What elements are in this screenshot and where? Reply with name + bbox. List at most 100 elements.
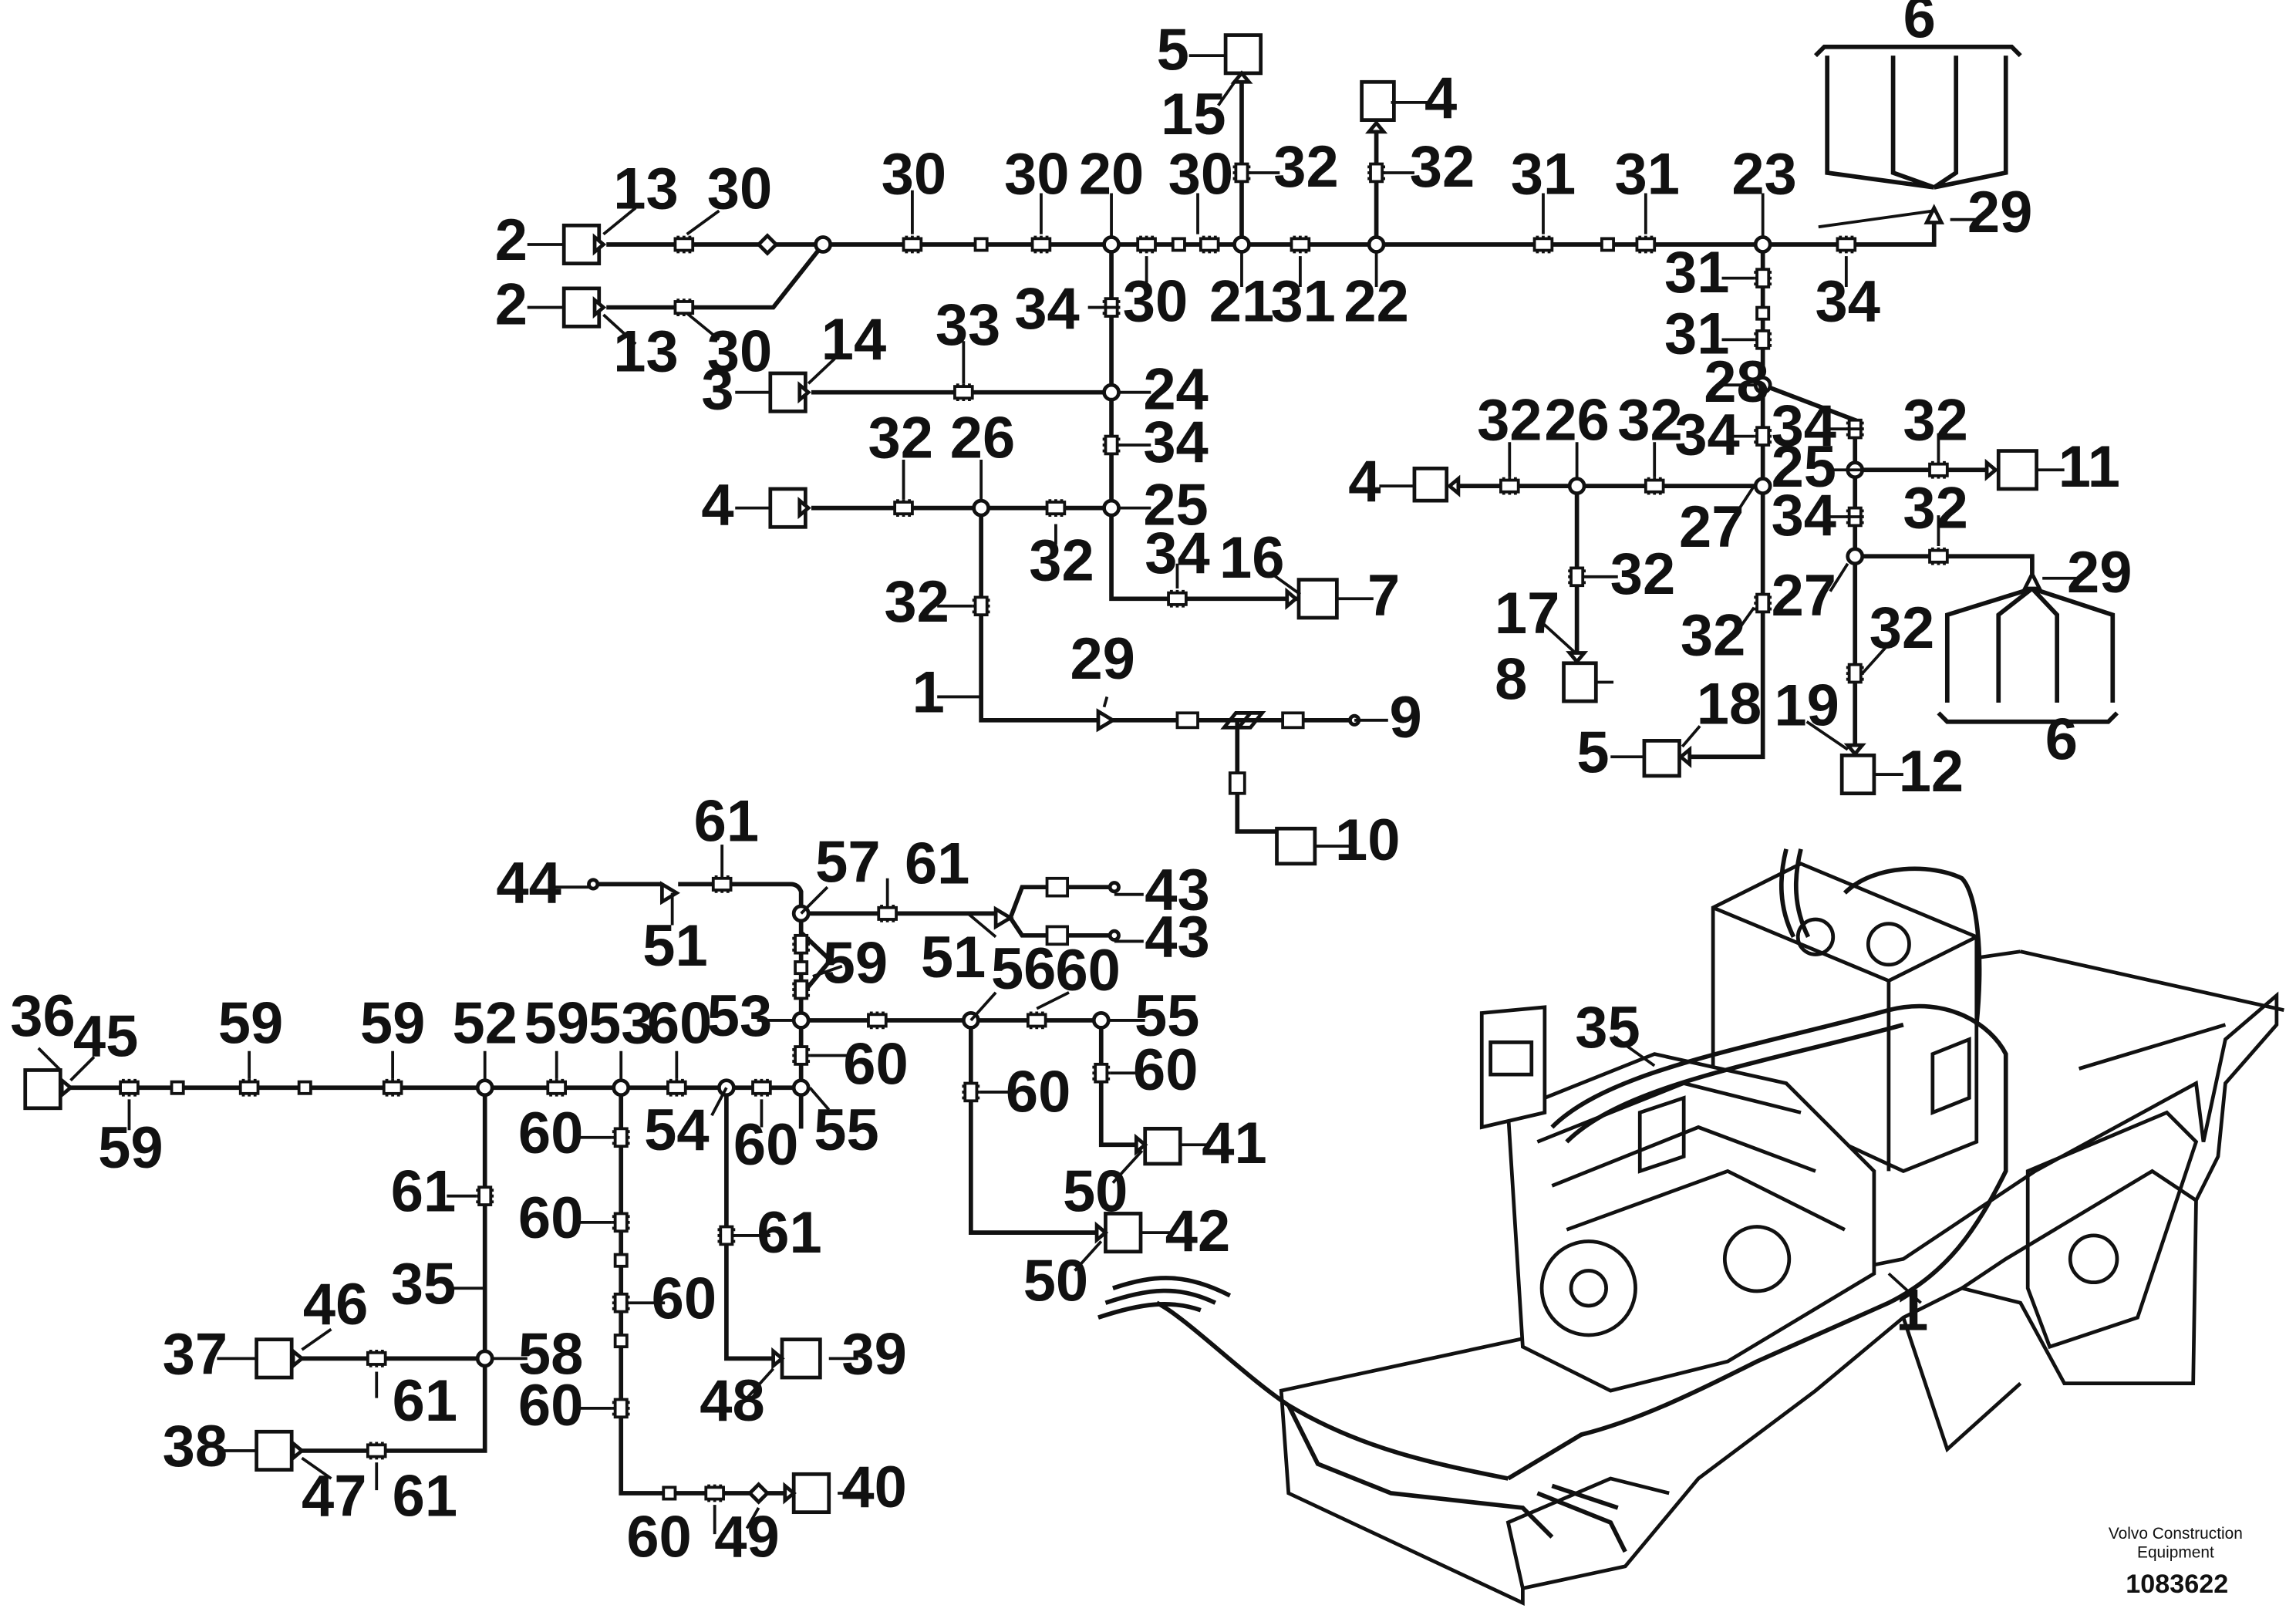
callout-1: 1 — [1896, 1277, 1928, 1343]
callout-32: 32 — [1617, 387, 1682, 453]
callout-51: 51 — [642, 913, 707, 979]
callout-31: 31 — [1664, 240, 1729, 305]
callout-58: 58 — [518, 1321, 583, 1387]
callout-55: 55 — [814, 1098, 878, 1163]
callout-47: 47 — [302, 1464, 366, 1529]
callout-59: 59 — [823, 931, 888, 996]
callout-32: 32 — [1903, 475, 1967, 541]
callout-34: 34 — [1816, 269, 1880, 335]
callout-32: 32 — [1029, 528, 1094, 594]
callout-32: 32 — [1681, 602, 1745, 668]
callout-4: 4 — [1424, 66, 1457, 131]
callout-60: 60 — [518, 1373, 583, 1438]
callout-27: 27 — [1679, 494, 1744, 560]
callout-4: 4 — [701, 473, 733, 538]
brand-line-1: Volvo Construction — [2109, 1525, 2243, 1543]
callout-12: 12 — [1899, 739, 1964, 804]
callout-30: 30 — [1168, 142, 1233, 207]
callout-53: 53 — [707, 983, 772, 1049]
callout-33: 33 — [936, 292, 1000, 358]
callout-34: 34 — [1772, 483, 1836, 548]
callout-21: 21 — [1209, 269, 1274, 335]
callout-27: 27 — [1772, 563, 1836, 629]
callout-10: 10 — [1335, 808, 1400, 873]
callout-46: 46 — [303, 1272, 368, 1337]
callout-60: 60 — [647, 990, 712, 1056]
callout-25: 25 — [1772, 434, 1836, 500]
callout-26: 26 — [1544, 387, 1609, 453]
machine-illustration — [1097, 848, 2284, 1607]
callout-31: 31 — [1664, 302, 1729, 367]
callout-34: 34 — [1145, 521, 1209, 586]
callout-29: 29 — [1967, 180, 2032, 245]
callout-31: 31 — [1270, 269, 1335, 335]
callout-6: 6 — [1903, 0, 1936, 51]
callout-32: 32 — [1273, 134, 1338, 200]
callout-22: 22 — [1344, 269, 1408, 335]
callout-43: 43 — [1145, 904, 1209, 969]
callout-60: 60 — [843, 1032, 908, 1098]
callout-28: 28 — [1704, 349, 1768, 415]
callout-14: 14 — [821, 307, 886, 373]
callout-39: 39 — [841, 1321, 906, 1387]
callout-26: 26 — [950, 405, 1015, 470]
callout-32: 32 — [884, 569, 949, 635]
callout-2: 2 — [495, 272, 528, 338]
callout-19: 19 — [1774, 673, 1839, 739]
callout-32: 32 — [1610, 541, 1675, 607]
callout-61: 61 — [694, 789, 759, 855]
callout-25: 25 — [1143, 473, 1208, 538]
callout-40: 40 — [841, 1455, 906, 1520]
callout-49: 49 — [714, 1505, 779, 1570]
callout-59: 59 — [98, 1115, 163, 1181]
callout-4: 4 — [1348, 449, 1381, 514]
callout-2: 2 — [495, 207, 528, 273]
callout-60: 60 — [1006, 1060, 1070, 1125]
callout-56: 56 — [991, 936, 1056, 1002]
callout-61: 61 — [905, 831, 969, 897]
callout-45: 45 — [73, 1004, 138, 1070]
upper-harness — [527, 33, 2119, 930]
callout-48: 48 — [700, 1368, 764, 1434]
callout-32: 32 — [1870, 595, 1934, 661]
callout-8: 8 — [1495, 646, 1527, 712]
callout-54: 54 — [644, 1098, 709, 1163]
callout-60: 60 — [652, 1266, 716, 1331]
callout-34: 34 — [1014, 276, 1079, 342]
callout-32: 32 — [1410, 134, 1475, 200]
callout-59: 59 — [524, 990, 588, 1056]
callout-5: 5 — [1576, 720, 1609, 785]
callout-7: 7 — [1367, 563, 1400, 629]
callout-32: 32 — [868, 405, 933, 470]
callout-51: 51 — [921, 925, 986, 990]
callout-44: 44 — [496, 850, 561, 916]
callout-6: 6 — [2045, 706, 2078, 772]
callout-labels: 1 1 2 2 3 4 4 4 5 5 6 6 7 8 9 10 11 12 1… — [10, 0, 2132, 1570]
callout-60: 60 — [1055, 938, 1120, 1003]
callout-50: 50 — [1063, 1159, 1128, 1225]
callout-5: 5 — [1157, 17, 1189, 83]
callout-16: 16 — [1219, 525, 1284, 591]
callout-61: 61 — [391, 1159, 456, 1225]
callout-1: 1 — [912, 660, 945, 726]
lower-harness — [23, 845, 1210, 1535]
figure-credit: Volvo Construction Equipment 1083622 — [2109, 1525, 2243, 1599]
callout-36: 36 — [10, 983, 75, 1049]
callout-61: 61 — [757, 1200, 821, 1266]
callout-60: 60 — [518, 1185, 583, 1251]
callout-61: 61 — [393, 1368, 457, 1434]
callout-59: 59 — [218, 990, 283, 1056]
callout-32: 32 — [1477, 387, 1542, 453]
callout-30: 30 — [1004, 142, 1069, 207]
callout-29: 29 — [2067, 540, 2132, 605]
callout-35: 35 — [1575, 995, 1640, 1061]
callout-13: 13 — [613, 157, 678, 222]
callout-34: 34 — [1674, 402, 1739, 467]
callout-59: 59 — [360, 990, 425, 1056]
callout-32: 32 — [1903, 387, 1967, 453]
callout-50: 50 — [1023, 1249, 1088, 1314]
callout-30: 30 — [1123, 269, 1188, 335]
callout-31: 31 — [1615, 142, 1680, 207]
callout-60: 60 — [626, 1505, 691, 1570]
